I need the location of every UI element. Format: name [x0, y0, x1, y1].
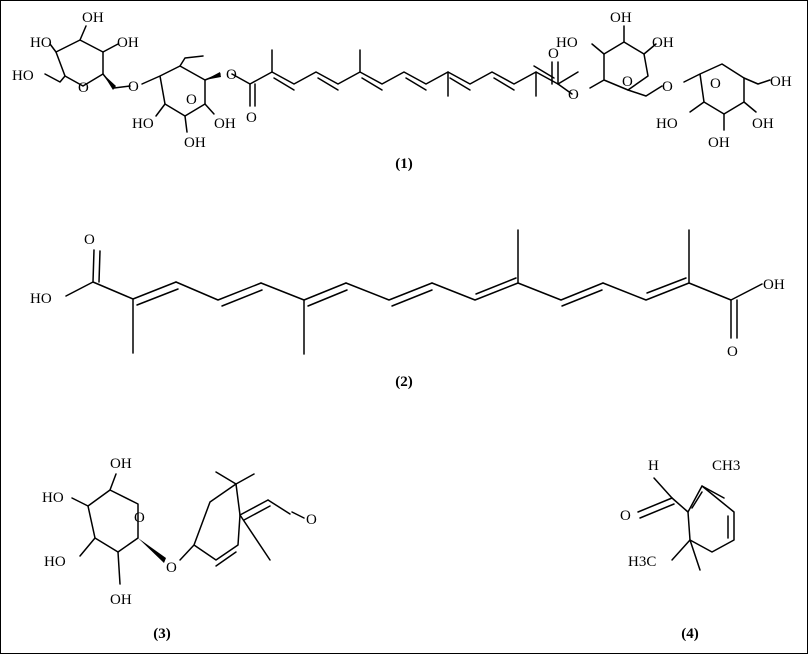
atom-ho: HO	[44, 554, 66, 570]
atom-o: O	[186, 92, 197, 108]
atom-o: O	[620, 508, 631, 524]
atom-o: O	[568, 87, 579, 103]
atom-o: O	[166, 560, 177, 576]
compound-1-structure: OH HO OH HO O O O O O HO OH OH O O O O O…	[12, 10, 792, 151]
atom-oh: OH	[110, 456, 132, 472]
atom-o: O	[662, 79, 673, 95]
atom-o: O	[548, 46, 559, 62]
atom-oh: OH	[184, 135, 206, 151]
atom-oh: OH	[770, 74, 792, 90]
atom-ho: HO	[30, 35, 52, 51]
atom-o: O	[246, 110, 257, 126]
atom-o: O	[134, 510, 145, 526]
atom-ho: HO	[12, 68, 34, 84]
atom-oh: OH	[82, 10, 104, 26]
atom-oh: OH	[110, 592, 132, 608]
atom-ho: HO	[656, 116, 678, 132]
compound-1-label: (1)	[395, 156, 413, 172]
atom-ho: HO	[132, 116, 154, 132]
compound-4-label: (4)	[681, 626, 699, 642]
compound-4-structure: H O CH3 H3C	[620, 458, 740, 571]
atom-oh: OH	[117, 35, 139, 51]
atom-ho: HO	[42, 490, 64, 506]
atom-h: H	[648, 458, 659, 474]
atom-oh: OH	[763, 277, 785, 293]
compound-2-structure: O HO OH O	[30, 229, 785, 360]
atom-o: O	[226, 67, 237, 83]
atom-o: O	[710, 76, 721, 92]
atom-o: O	[306, 512, 317, 528]
atom-o: O	[727, 344, 738, 360]
atom-oh: OH	[652, 35, 674, 51]
atom-o: O	[622, 74, 633, 90]
atom-oh: OH	[214, 116, 236, 132]
compound-2-label: (2)	[395, 374, 413, 390]
atom-o: O	[78, 80, 89, 96]
atom-ho: HO	[30, 291, 52, 307]
atom-oh: OH	[708, 135, 730, 151]
atom-o: O	[128, 79, 139, 95]
atom-oh: OH	[610, 10, 632, 26]
atom-oh: OH	[752, 116, 774, 132]
atom-ho: HO	[556, 35, 578, 51]
compound-3-structure: OH HO HO OH O O O	[42, 456, 317, 608]
atom-o: O	[84, 232, 95, 248]
atom-ch3: CH3	[712, 458, 740, 474]
atom-h3c: H3C	[628, 554, 656, 570]
compound-3-label: (3)	[153, 626, 171, 642]
